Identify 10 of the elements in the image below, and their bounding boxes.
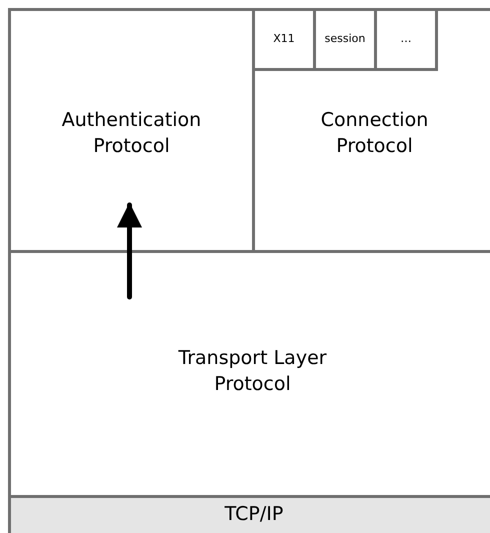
layer-label: Authentication Protocol [60,108,202,159]
protocol-box [8,8,255,253]
layer-label: … [400,32,412,47]
layer-label: Connection Protocol [320,108,430,159]
layer-label: session [324,32,366,47]
layer-label: X11 [273,32,295,47]
network-layer-bar [8,495,490,533]
layer-label: Transport Layer Protocol [177,346,328,397]
layer-label: TCP/IP [224,502,284,527]
arrow [117,202,142,300]
